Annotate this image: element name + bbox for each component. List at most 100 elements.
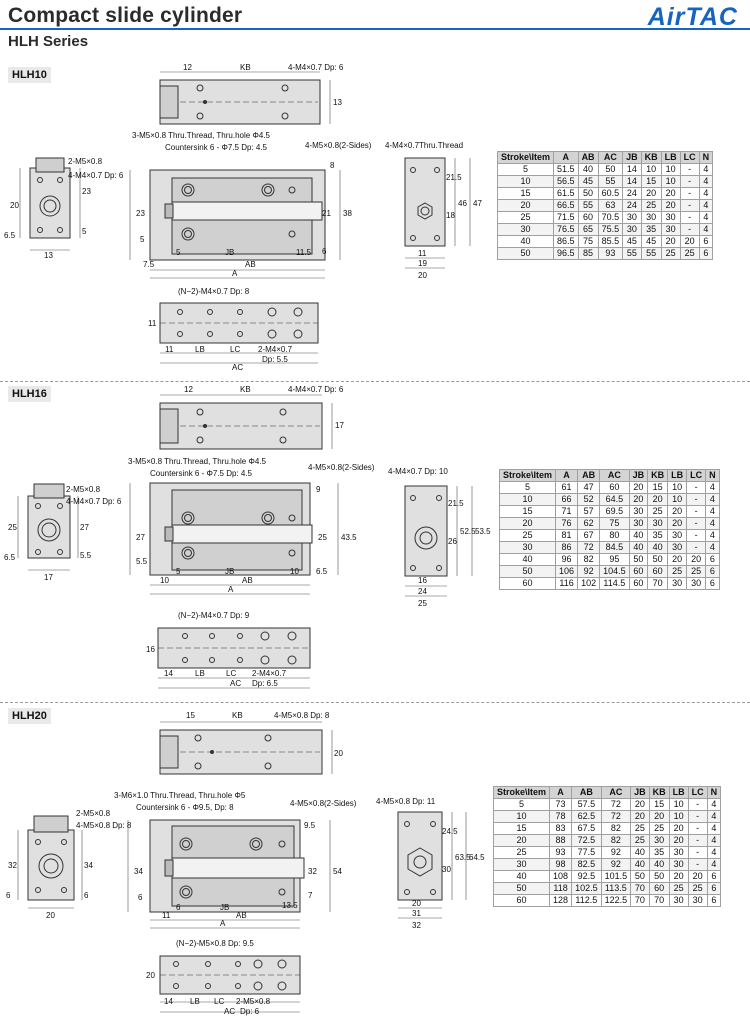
table-cell: 4 xyxy=(706,822,722,835)
table-cell: 4 xyxy=(705,517,720,530)
table-cell: 81 xyxy=(555,529,579,542)
table-cell: - xyxy=(687,858,708,871)
table-header-cell: JB xyxy=(628,469,649,482)
hole-callout: 4-M4×0.7 Dp: 6 xyxy=(68,171,124,180)
table-cell: 70 xyxy=(630,882,650,895)
table-cell: 10 xyxy=(492,810,551,823)
table-cell: 30 xyxy=(667,529,688,542)
dim-label: 53.5 xyxy=(475,527,491,536)
table-cell: 85.5 xyxy=(597,235,624,248)
table-cell: 20 xyxy=(660,187,681,200)
table-cell: 40 xyxy=(628,541,649,554)
table-cell: 67.5 xyxy=(571,822,602,835)
hole-callout: 4-M5×0.8 Dp: 8 xyxy=(274,711,330,720)
table-cell: 61.5 xyxy=(553,187,579,200)
table-cell: - xyxy=(686,541,707,554)
dimension-lines xyxy=(17,721,467,1013)
dim-label: 20 xyxy=(10,201,19,210)
table-cell: 118 xyxy=(549,882,573,895)
table-cell: 30 xyxy=(660,223,681,236)
dim-label: 27 xyxy=(136,533,145,542)
left-view xyxy=(27,483,71,559)
table-cell: 10 xyxy=(660,175,681,188)
table-cell: 40 xyxy=(630,858,650,871)
dim-label: 15 xyxy=(186,711,195,720)
table-cell: 30 xyxy=(498,541,557,554)
page-title: Compact slide cylinder xyxy=(8,4,243,27)
dim-label: 30 xyxy=(442,865,451,874)
table-cell: 25 xyxy=(648,822,670,835)
dim-label: 27 xyxy=(80,523,89,532)
table-cell: 96.5 xyxy=(553,247,579,260)
table-cell: 82 xyxy=(577,553,601,566)
table-cell: 72 xyxy=(600,798,632,811)
dim-label: LC xyxy=(226,669,236,678)
table-header-cell: N xyxy=(698,151,714,164)
table-cell: 4 xyxy=(706,858,722,871)
dim-label: KB xyxy=(240,63,251,72)
table-cell: 60 xyxy=(492,894,551,907)
table-cell: - xyxy=(686,517,707,530)
dim-label: 20 xyxy=(412,899,421,908)
table-cell: 92 xyxy=(577,565,601,578)
dim-label: 6 xyxy=(138,893,143,902)
table-cell: 25 xyxy=(492,846,551,859)
dim-label: 47 xyxy=(473,199,482,208)
table-cell: 4 xyxy=(698,223,714,236)
table-cell: 30 xyxy=(668,894,689,907)
hole-callout: Countersink 6 - Φ9.5, Dp: 8 xyxy=(136,803,234,812)
table-cell: 95 xyxy=(599,553,630,566)
table-cell: 5 xyxy=(496,163,555,176)
table-cell: 78 xyxy=(549,810,573,823)
hole-callout: Countersink 6 - Φ7.5 Dp: 4.5 xyxy=(165,143,268,152)
table-cell: 40 xyxy=(628,529,649,542)
table-cell: 70.5 xyxy=(597,211,624,224)
top-view xyxy=(159,79,321,125)
table-cell: 25 xyxy=(496,211,555,224)
table-cell: 75 xyxy=(599,517,630,530)
dim-label: 23 xyxy=(136,209,145,218)
table-cell: 40 xyxy=(648,858,670,871)
table-cell: 4 xyxy=(705,493,720,506)
hole-callout: 2-M5×0.8 xyxy=(68,157,103,166)
table-cell: 60.5 xyxy=(597,187,624,200)
table-cell: 20 xyxy=(496,199,555,212)
hole-callout: 4-M5×0.8(2-Sides) xyxy=(308,463,375,472)
table-cell: 4 xyxy=(698,175,714,188)
table-cell: 20 xyxy=(647,493,669,506)
dim-label: 16 xyxy=(146,645,155,654)
hole-callout: 2-M4×0.7 xyxy=(252,669,287,678)
table-header-cell: A xyxy=(555,469,579,482)
table-cell: 4 xyxy=(698,163,714,176)
dim-label: 11 xyxy=(162,911,171,920)
dim-label: 20 xyxy=(334,749,343,758)
table-cell: 50 xyxy=(648,870,670,883)
dimension-lines xyxy=(19,71,471,364)
dim-label: JB xyxy=(225,248,234,257)
table-cell: 113.5 xyxy=(600,882,632,895)
table-header-cell: LC xyxy=(686,469,707,482)
table-cell: 50 xyxy=(492,882,551,895)
table-cell: - xyxy=(679,163,700,176)
table-cell: 30 xyxy=(668,846,689,859)
table-cell: 25 xyxy=(498,529,557,542)
table-cell: 70 xyxy=(647,577,669,590)
table-cell: 57.5 xyxy=(571,798,602,811)
table-cell: 25 xyxy=(660,247,681,260)
dim-label: 6 xyxy=(176,903,181,912)
dim-label: 26 xyxy=(448,537,457,546)
section-divider xyxy=(0,381,750,382)
header-rule xyxy=(0,28,750,30)
table-cell: 10 xyxy=(498,493,557,506)
table-cell: 6 xyxy=(706,870,722,883)
table-cell: 15 xyxy=(647,481,669,494)
dim-label: JB xyxy=(225,567,234,576)
dim-label: JB xyxy=(220,903,229,912)
